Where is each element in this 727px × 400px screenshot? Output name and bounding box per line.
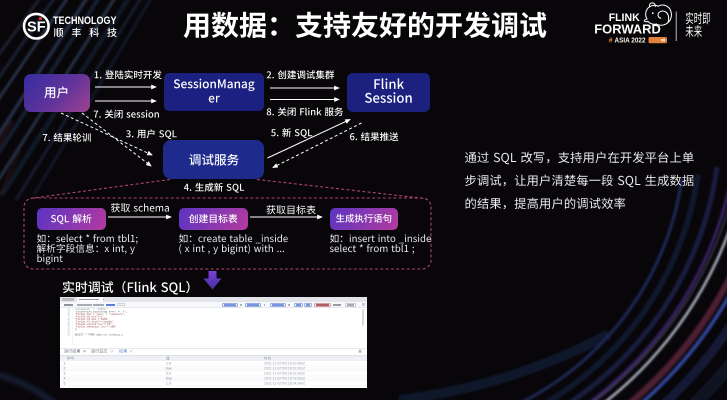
svg-text:FORWARD: FORWARD bbox=[594, 22, 661, 36]
svg-text:2.0: 2.0 bbox=[166, 372, 171, 376]
svg-text:20: 20 bbox=[67, 323, 70, 326]
svg-text:'fields.behavior.len'='100': 'fields.behavior.len'='100' bbox=[75, 324, 117, 328]
svg-text:true: true bbox=[166, 377, 172, 381]
svg-text:19: 19 bbox=[67, 320, 70, 323]
svg-text:'fields.f0.max'='1000',: 'fields.f0.max'='1000', bbox=[75, 317, 111, 321]
svg-text:FLINK: FLINK bbox=[609, 12, 641, 24]
svg-text:2021-11-02T00:18:03.083Z: 2021-11-02T00:18:03.083Z bbox=[264, 377, 305, 381]
svg-text:5: 5 bbox=[64, 382, 66, 386]
svg-text:SF: SF bbox=[27, 19, 46, 35]
svg-text:'format.fit = json' = 'sequenc: 'format.fit = json' = 'sequence', bbox=[75, 312, 126, 316]
svg-text:17: 17 bbox=[67, 315, 70, 318]
svg-text:25: 25 bbox=[67, 333, 70, 336]
svg-text:#: # bbox=[609, 37, 613, 44]
svg-text:1: 1 bbox=[64, 362, 66, 366]
svg-text:'properties.bootstrap.serv' =: 'properties.bootstrap.serv' = 'x', bbox=[75, 309, 128, 313]
svg-text:'connector' = 'kafka',: 'connector' = 'kafka', bbox=[75, 307, 109, 311]
svg-text:2021-11-02T00:18:00.080Z: 2021-11-02T00:18:00.080Z bbox=[264, 362, 305, 366]
svg-text:2: 2 bbox=[64, 367, 66, 371]
svg-text:22: 22 bbox=[67, 328, 70, 331]
svg-text:14: 14 bbox=[67, 308, 70, 311]
svg-text:1.0: 1.0 bbox=[166, 382, 171, 386]
svg-text:TECHNOLOGY: TECHNOLOGY bbox=[53, 15, 117, 27]
svg-text:1.0: 1.0 bbox=[166, 362, 171, 366]
svg-text:true: true bbox=[166, 367, 172, 371]
svg-text:4: 4 bbox=[64, 377, 66, 381]
svg-text:);: ); bbox=[75, 327, 78, 331]
svg-text:'fields.f1.kind'='random',: 'fields.f1.kind'='random', bbox=[75, 319, 115, 323]
svg-text:2021-11-02T00:18:01.081Z: 2021-11-02T00:18:01.081Z bbox=[264, 367, 305, 371]
svg-text:'fields.userid.len'='10',: 'fields.userid.len'='10', bbox=[75, 322, 114, 326]
svg-text:3: 3 bbox=[64, 372, 66, 376]
svg-text:23: 23 bbox=[67, 330, 70, 333]
svg-text:SELECT * FROM dwd_rtc_running_: SELECT * FROM dwd_rtc_running_x bbox=[75, 332, 124, 336]
svg-text:'fields.f0.min'='1',: 'fields.f0.min'='1', bbox=[75, 314, 106, 318]
svg-text:21: 21 bbox=[67, 325, 70, 328]
svg-text:2021-11-02T00:18:02.082Z: 2021-11-02T00:18:02.082Z bbox=[264, 372, 305, 376]
svg-text:16: 16 bbox=[67, 313, 70, 316]
svg-text:18: 18 bbox=[67, 318, 70, 321]
svg-text:ASIA 2022: ASIA 2022 bbox=[615, 37, 646, 44]
svg-text:2021-11-02T00:18:04.084Z: 2021-11-02T00:18:04.084Z bbox=[264, 382, 305, 386]
svg-text:15: 15 bbox=[67, 310, 70, 313]
